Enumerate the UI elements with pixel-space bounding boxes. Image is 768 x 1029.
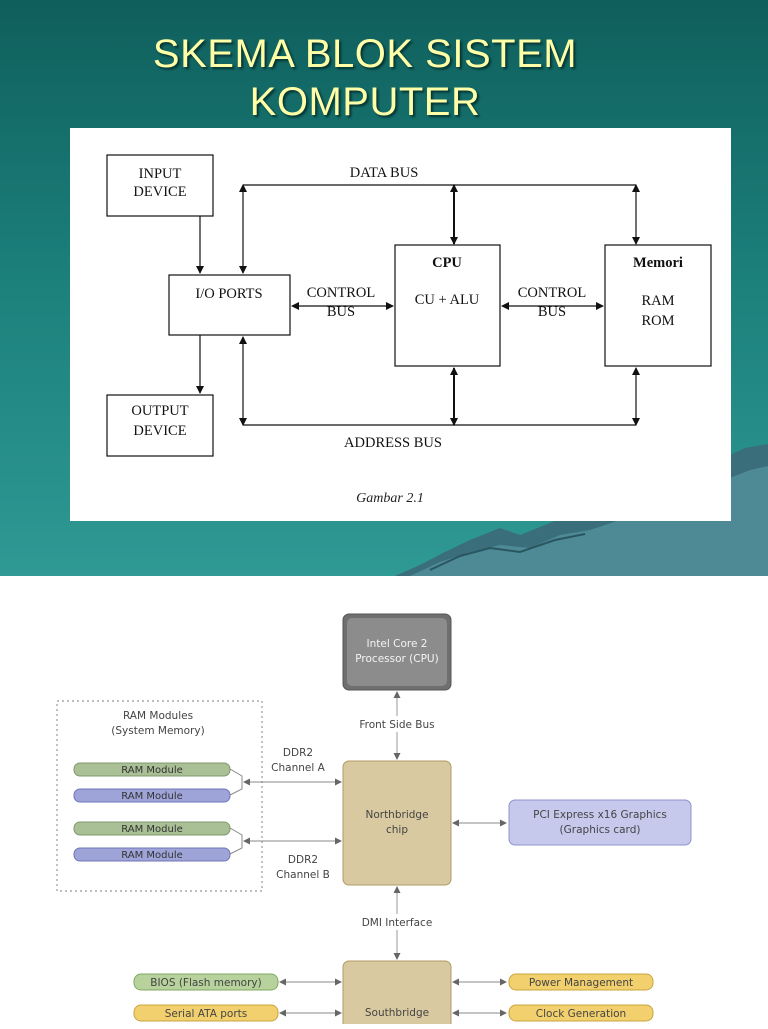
southbridge-chip: Southbridge (342, 960, 452, 1029)
control-bus-left: CONTROL BUS (291, 285, 394, 320)
ram-group-label-1: RAM Modules (123, 710, 193, 722)
io-ports-label: I/O PORTS (195, 286, 262, 302)
title-line-1: SKEMA BLOK SISTEM (152, 32, 578, 76)
southbridge-label: Southbridge (365, 1007, 429, 1019)
clock-label: Clock Generation (536, 1008, 626, 1020)
memory-body-2: ROM (641, 313, 674, 329)
output-device-box: OUTPUT DEVICE (106, 394, 214, 457)
northbridge-chip: Northbridge chip (342, 760, 452, 886)
input-device-label-1: INPUT (139, 166, 182, 182)
ram-modules-group: RAM Modules (System Memory) RAM Module R… (56, 700, 263, 892)
input-device-box: INPUT DEVICE (106, 154, 214, 217)
memory-box: Memori RAM ROM (604, 244, 712, 367)
channel-b-label-1: DDR2 (288, 854, 318, 866)
ram-module-2: RAM Module (121, 791, 183, 802)
output-device-label-2: DEVICE (133, 423, 186, 439)
data-bus (239, 184, 640, 274)
channel-a-label-1: DDR2 (283, 747, 313, 759)
address-bus (239, 336, 640, 426)
block-diagram-panel: INPUT DEVICE OUTPUT DEVICE I/O PORTS CPU… (70, 128, 731, 521)
ram-module-3: RAM Module (121, 824, 183, 835)
power-label: Power Management (529, 977, 633, 989)
memory-body-1: RAM (641, 293, 674, 309)
sata-block: Serial ATA ports (133, 1004, 342, 1022)
graphics-card: PCI Express x16 Graphics (Graphics card) (508, 799, 692, 846)
cpu-box: CPU CU + ALU (394, 244, 501, 367)
memory-title: Memori (633, 255, 683, 271)
output-device-label-1: OUTPUT (131, 403, 188, 419)
graphics-label-1: PCI Express x16 Graphics (533, 809, 667, 821)
clock-generation-block: Clock Generation (452, 1004, 654, 1022)
channel-a-label-2: Channel A (271, 762, 325, 774)
power-management-block: Power Management (452, 973, 654, 991)
cpu-label-1: Intel Core 2 (367, 638, 428, 650)
ddr2-links (229, 768, 342, 855)
control-bus-left-label-1: CONTROL (307, 285, 375, 301)
front-side-bus-label: Front Side Bus (359, 719, 434, 731)
bios-label: BIOS (Flash memory) (150, 977, 262, 989)
chipset-diagram: Intel Core 2 Processor (CPU) Front Side … (0, 576, 768, 1029)
cpu-body: CU + ALU (415, 292, 480, 308)
control-bus-left-label-2: BUS (327, 304, 355, 320)
control-bus-right-label-2: BUS (538, 304, 566, 320)
figure-caption: Gambar 2.1 (356, 491, 424, 506)
slide: SKEMA BLOK SISTEM KOMPUTER INPUT DEVICE … (0, 0, 768, 576)
channel-b-label-2: Channel B (276, 869, 330, 881)
cpu-label-2: Processor (CPU) (355, 653, 438, 665)
io-ports-box: I/O PORTS (168, 274, 291, 336)
mountain-decoration (395, 444, 768, 576)
northbridge-label-2: chip (386, 824, 408, 836)
title-line-2: KOMPUTER (249, 80, 481, 124)
cpu-chip: Intel Core 2 Processor (CPU) (342, 613, 452, 691)
slide-title: SKEMA BLOK SISTEM KOMPUTER (0, 30, 730, 126)
ram-module-1: RAM Module (121, 765, 183, 776)
bios-block: BIOS (Flash memory) (133, 973, 342, 991)
ram-group-label-2: (System Memory) (111, 725, 204, 737)
ram-module-4: RAM Module (121, 850, 183, 861)
dmi-interface-label: DMI Interface (362, 917, 433, 929)
northbridge-label-1: Northbridge (365, 809, 428, 821)
cpu-title: CPU (432, 255, 462, 271)
control-bus-right: CONTROL BUS (501, 285, 604, 320)
sata-label: Serial ATA ports (165, 1008, 248, 1020)
address-bus-label: ADDRESS BUS (344, 435, 442, 451)
graphics-label-2: (Graphics card) (560, 824, 641, 836)
data-bus-label: DATA BUS (350, 165, 419, 181)
input-device-label-2: DEVICE (133, 184, 186, 200)
control-bus-right-label-1: CONTROL (518, 285, 586, 301)
